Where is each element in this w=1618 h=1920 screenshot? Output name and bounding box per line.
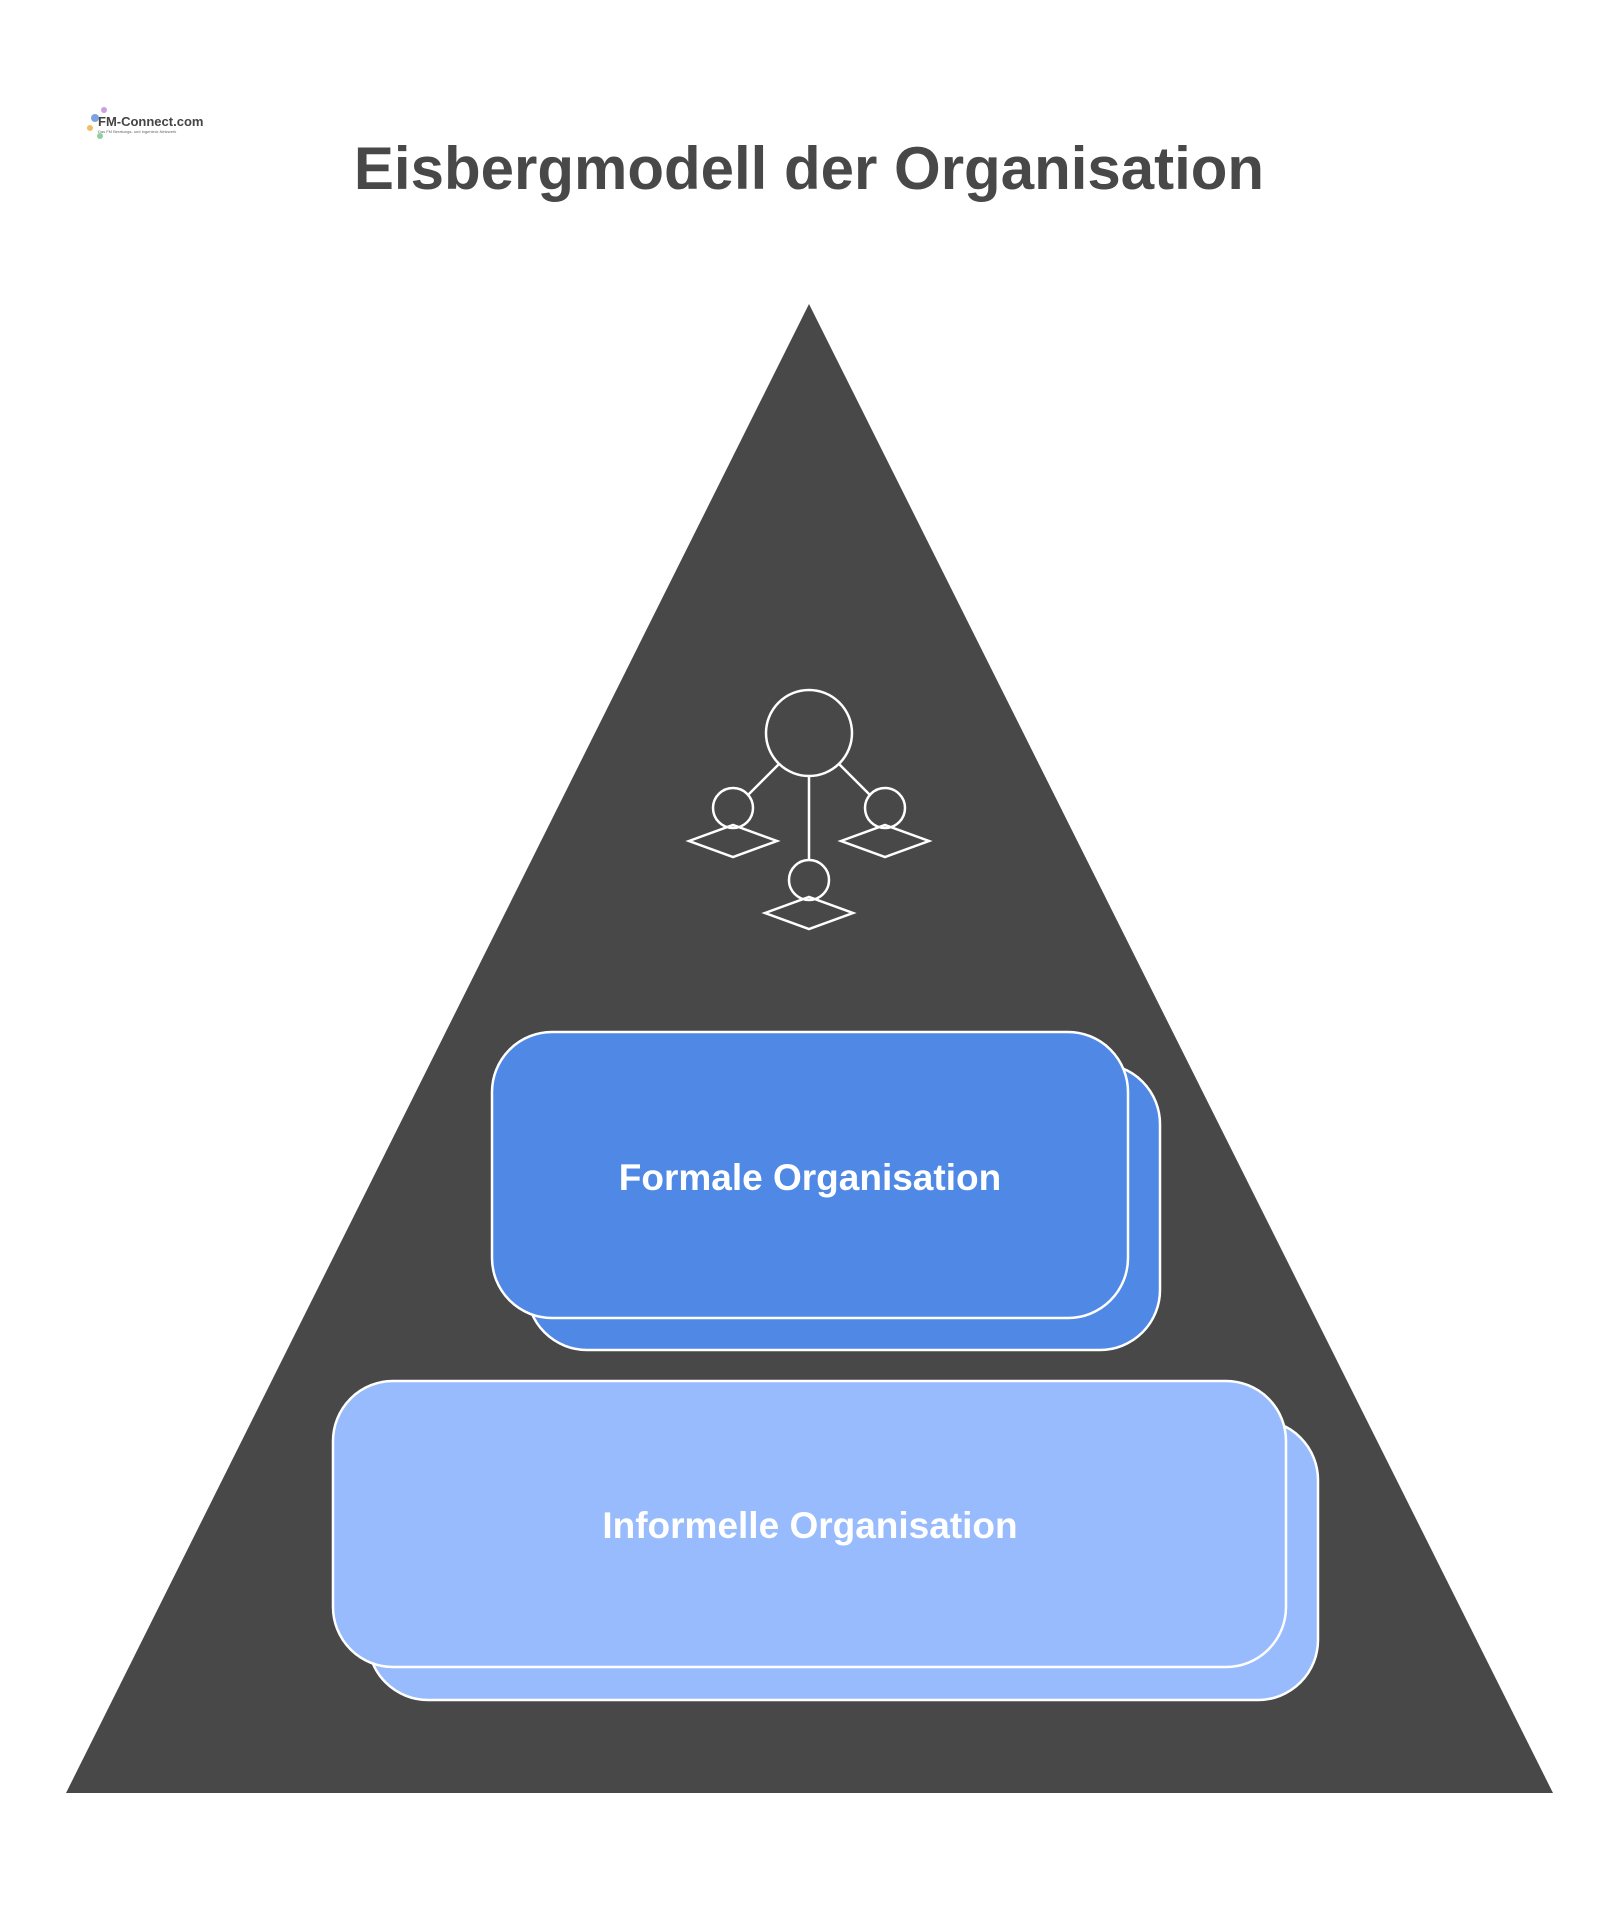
page-title: Eisbergmodell der Organisation [354,135,1264,202]
logo-text: FM-Connect.com [98,114,203,129]
organization-hierarchy-icon [685,688,933,931]
logo: FM-Connect.com Das FM Beratungs- und Ing… [87,107,203,139]
logo-tagline: Das FM Beratungs- und Ingenieur-Netzwerk [98,129,176,134]
level-formale-organisation: Formale Organisation [490,1030,1162,1352]
level-informelle-organisation: Informelle Organisation [331,1379,1320,1702]
level-label: Formale Organisation [619,1157,1001,1198]
level-label: Informelle Organisation [602,1505,1017,1546]
